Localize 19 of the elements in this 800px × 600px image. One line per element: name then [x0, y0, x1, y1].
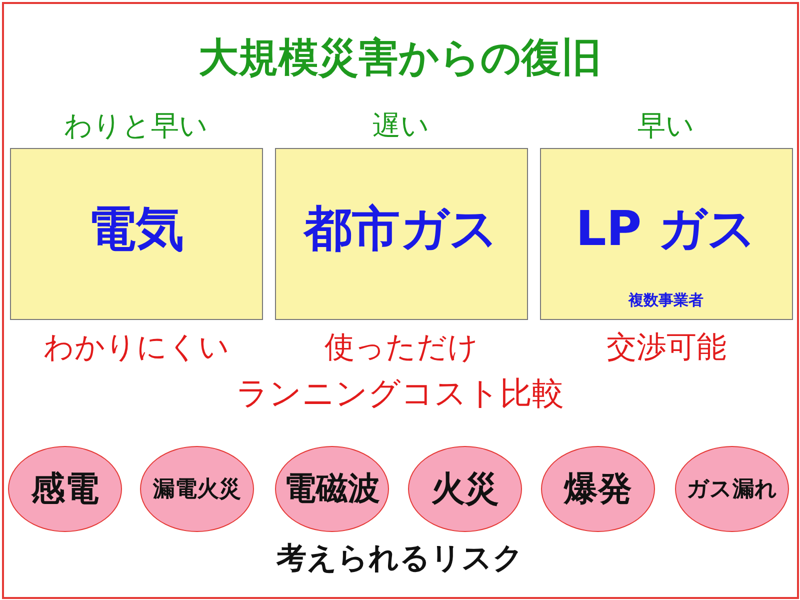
heading-text: わりと早い — [63, 108, 209, 144]
heading-text: 遅い — [372, 108, 430, 144]
title: 大規模災害からの復旧 — [198, 34, 602, 83]
note-text: 交渉可能 — [606, 329, 728, 367]
main-text: 都市ガス — [302, 200, 499, 259]
main-text: 電気 — [87, 200, 185, 259]
label-text: ランニングコスト比較 — [235, 373, 565, 414]
risk-text: ガス漏れ — [686, 476, 778, 504]
risk-text: 火災 — [431, 468, 499, 511]
risk-text: 感電 — [31, 468, 99, 511]
risk-text: 爆発 — [564, 468, 632, 511]
main-text: LP ガス — [574, 200, 758, 259]
note-text: 使っただけ — [324, 329, 480, 367]
note-text: わかりにくい — [42, 329, 230, 367]
risk-text: 電磁波 — [284, 468, 380, 509]
risk-text: 漏電火災 — [153, 476, 241, 504]
heading-text: 早い — [636, 108, 696, 144]
label-text: 考えられるリスク — [275, 540, 524, 578]
sub-text: 複数事業者 — [627, 291, 704, 310]
